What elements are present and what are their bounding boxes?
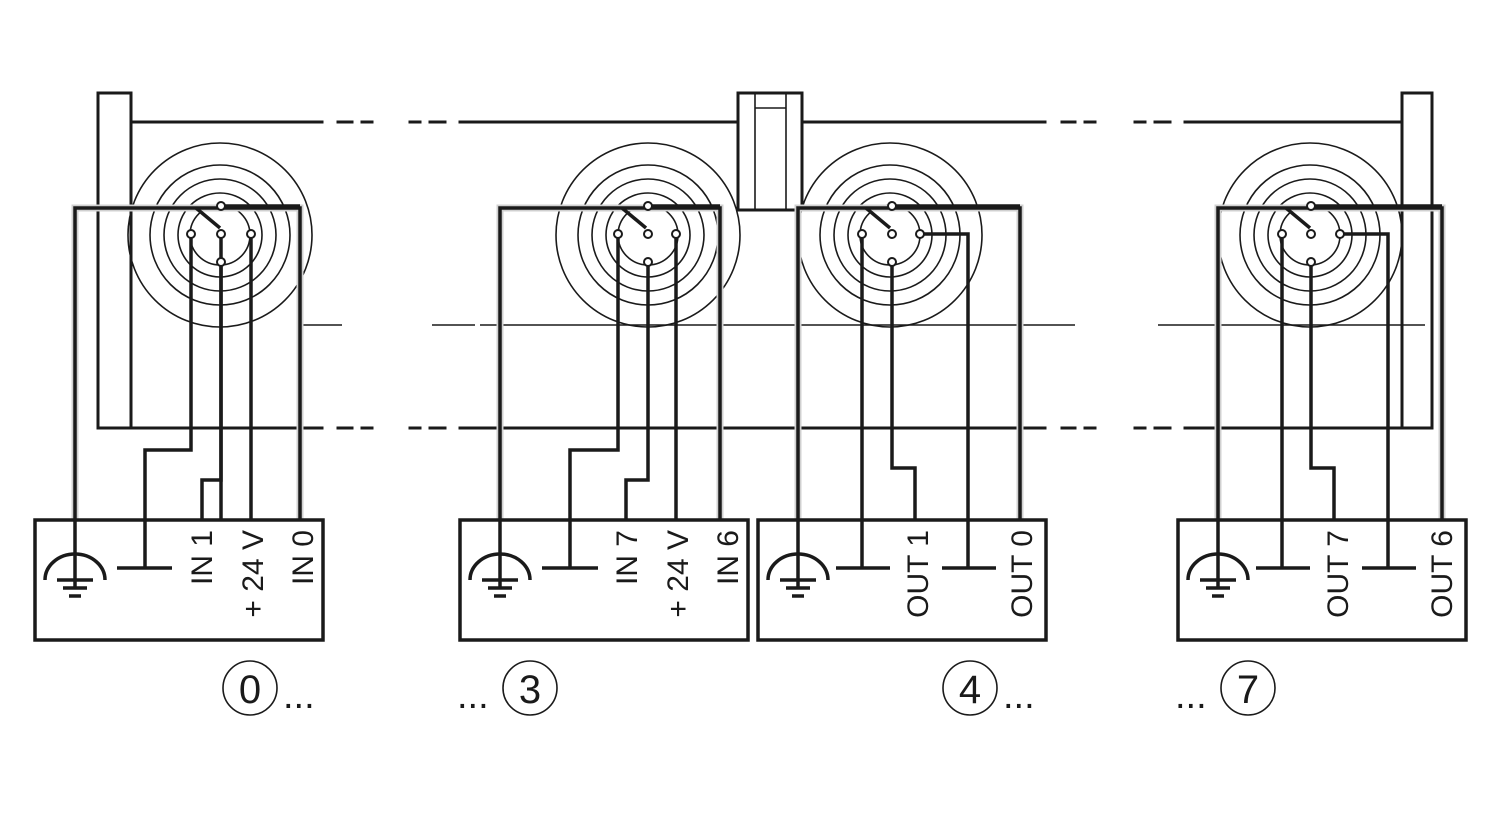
wiring-m3	[496, 204, 724, 520]
module-number-m0: 0 ...	[222, 660, 315, 717]
svg-text:4: 4	[959, 668, 981, 712]
ground-icon	[542, 520, 598, 570]
terminal-label-in6: IN 6	[712, 530, 745, 585]
terminal-label-out0: OUT 0	[1006, 530, 1039, 618]
housing	[96, 91, 1434, 430]
ground-icon	[1362, 520, 1416, 570]
terminal-label-in7: IN 7	[611, 530, 644, 585]
ground-icon	[1256, 520, 1310, 570]
module-number-m4: 4 ...	[942, 660, 1035, 717]
terminal-labels-m7: OUT 7 OUT 6	[1322, 530, 1459, 618]
svg-text:3: 3	[519, 668, 541, 712]
protective-earth-icon	[766, 520, 830, 598]
terminal-block-m4	[756, 518, 1048, 642]
ground-icon	[942, 520, 996, 570]
wiring-m7	[1214, 204, 1446, 520]
terminal-block-m0	[33, 518, 325, 642]
svg-text:...: ...	[457, 675, 489, 717]
terminal-label-out1: OUT 1	[902, 530, 935, 618]
terminal-label-24v: + 24 V	[662, 530, 695, 618]
protective-earth-icon	[468, 520, 532, 598]
protective-earth-icon	[1186, 520, 1250, 598]
wiring-m4	[794, 204, 1024, 520]
pins-m4	[857, 201, 925, 267]
ground-icon	[836, 520, 890, 570]
terminal-block-m7	[1176, 518, 1468, 642]
pins-m3	[613, 201, 681, 267]
terminal-label-in0: IN 0	[287, 530, 320, 585]
terminal-labels-m3: IN 7 + 24 V IN 6	[611, 530, 745, 618]
pins-m0	[186, 201, 256, 267]
svg-text:0: 0	[239, 668, 261, 712]
terminal-label-24v: + 24 V	[237, 530, 270, 618]
terminal-label-in1: IN 1	[186, 530, 219, 585]
svg-text:7: 7	[1237, 668, 1259, 712]
wiring-m0	[71, 204, 304, 520]
terminal-label-out7: OUT 7	[1322, 530, 1355, 618]
module-number-m7: ... 7	[1175, 660, 1276, 717]
terminal-labels-m0: IN 1 + 24 V IN 0	[186, 530, 320, 618]
pins-m7	[1277, 201, 1345, 267]
svg-text:...: ...	[1175, 675, 1207, 717]
ground-icon	[117, 520, 172, 570]
terminal-label-out6: OUT 6	[1426, 530, 1459, 618]
terminal-block-m3	[458, 518, 750, 642]
module-number-m3: ... 3	[457, 660, 558, 717]
svg-text:...: ...	[1003, 675, 1035, 717]
terminal-labels-m4: OUT 1 OUT 0	[902, 530, 1039, 618]
protective-earth-icon	[43, 520, 107, 598]
svg-text:...: ...	[283, 675, 315, 717]
